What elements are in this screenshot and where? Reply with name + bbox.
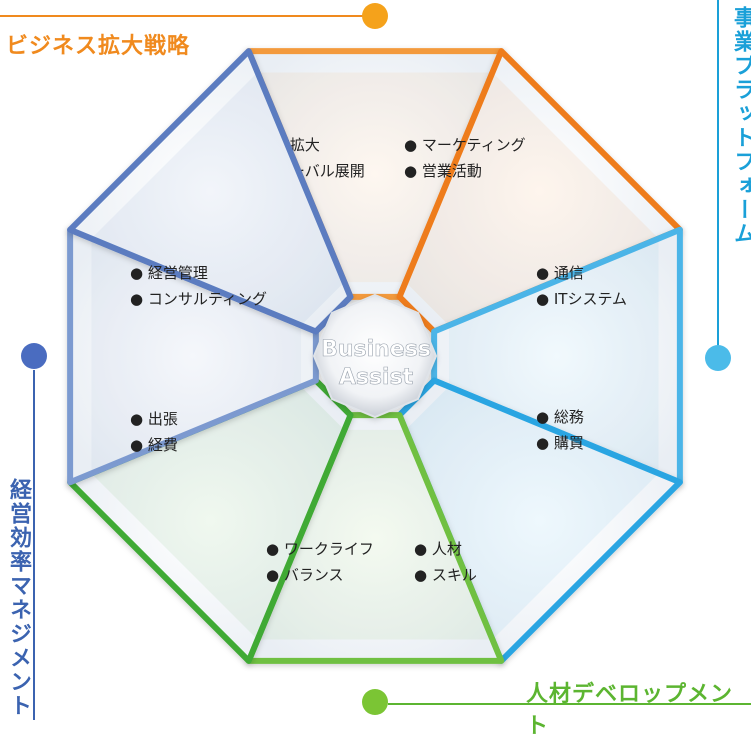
segment-hr-tint: [257, 429, 493, 640]
segment-general-affairs-item-2: ● 購買: [536, 434, 584, 452]
bottom-green-dot: [362, 689, 388, 715]
diagram-canvas: ● 事業拡大● グローバル展開● マーケティング● 営業活動● 通信● ITシス…: [0, 0, 751, 720]
segment-work-life-item-2: ● バランス: [266, 566, 344, 584]
segment-it-item-2: ● ITシステム: [536, 290, 627, 308]
segment-management-item-1: ● 経営管理: [130, 264, 208, 282]
segment-marketing-item-1: ● マーケティング: [404, 136, 526, 154]
category-label-hr-development: 人材デベロップメント: [526, 682, 734, 739]
center-label-line1: Business: [321, 337, 431, 362]
center-label-line2: Assist: [339, 365, 414, 390]
category-label-management-efficiency: 経営効率マネジメント: [6, 478, 31, 718]
segment-marketing-item-2: ● 営業活動: [404, 162, 482, 180]
segment-hr-item-1: ● 人材: [414, 540, 462, 558]
left-navy-dot: [21, 343, 47, 369]
octagon-wheel: ● 事業拡大● グローバル展開● マーケティング● 営業活動● 通信● ITシス…: [67, 48, 683, 664]
category-label-business-platform: 事業プラットフォーム: [730, 6, 751, 246]
segment-hr-item-2: ● スキル: [414, 566, 477, 584]
segment-general-affairs-item-1: ● 総務: [536, 408, 584, 426]
segment-management-tint: [91, 72, 345, 326]
segment-it-tint: [448, 238, 659, 474]
segment-travel-tint: [91, 238, 302, 474]
center-hub: [312, 293, 438, 419]
segment-business-expansion-tint: [257, 72, 493, 283]
right-blue-dot: [705, 345, 731, 371]
segment-work-life-item-1: ● ワークライフ: [266, 540, 374, 558]
segment-it-item-1: ● 通信: [536, 264, 584, 282]
category-label-business-strategy: ビジネス拡大戦略: [6, 34, 191, 59]
segment-travel-item-1: ● 出張: [130, 410, 178, 428]
segment-travel-item-2: ● 経費: [130, 436, 178, 454]
segment-management: [67, 48, 354, 335]
top-orange-dot: [362, 3, 388, 29]
segment-management-item-2: ● コンサルティング: [130, 290, 267, 308]
